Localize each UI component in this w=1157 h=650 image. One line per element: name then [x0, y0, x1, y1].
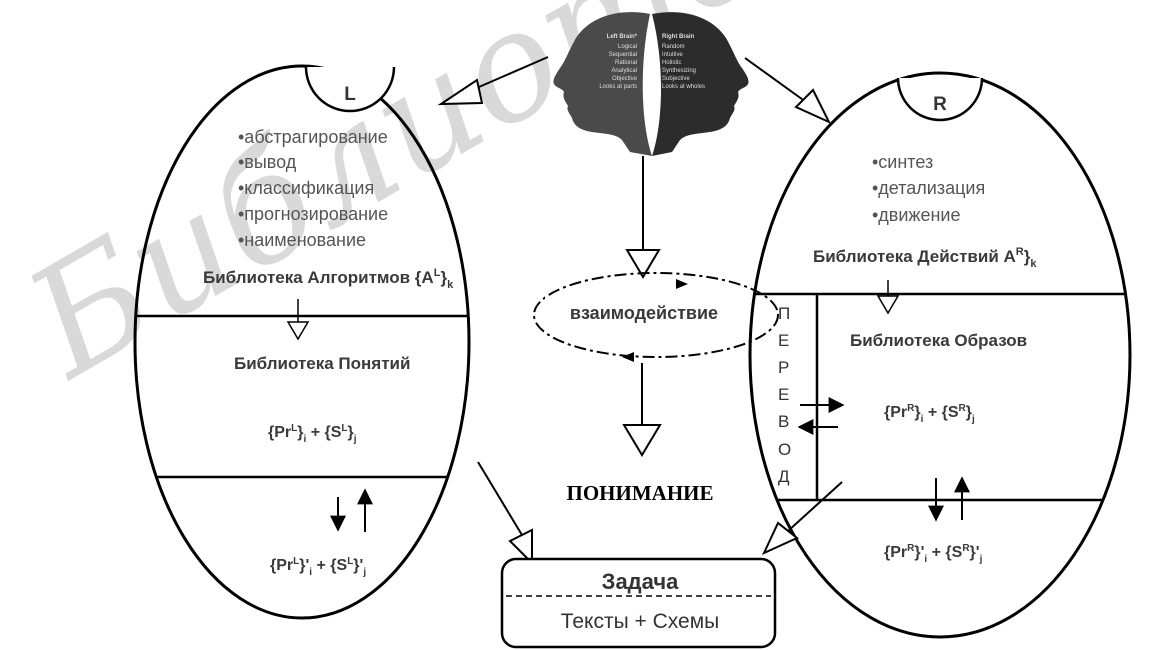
- library-images-label: Библиотека Образов: [850, 331, 1027, 350]
- watermark-text: Библиотека: [0, 0, 946, 413]
- left-formula-1: {PrL}i + {SL}j: [268, 423, 357, 445]
- library-actions-label: Библиотека Действий AR}k: [813, 246, 1037, 270]
- left-marker-label: L: [344, 84, 356, 105]
- translation-letter: В: [778, 412, 789, 431]
- left-bullet-2: •вывод: [238, 152, 297, 172]
- left-hemisphere: L •абстрагирование •вывод •классификация…: [133, 64, 471, 620]
- right-brain-trait: Synthesizing: [662, 68, 696, 74]
- right-brain-trait: Random: [662, 44, 685, 50]
- task-title: Задача: [602, 569, 679, 594]
- right-brain-trait: Holistic: [662, 60, 681, 66]
- left-hemisphere-outline: [133, 64, 471, 620]
- left-bullet-3: •классификация: [238, 178, 374, 198]
- right-formula-1: {PrR}i + {SR}j: [884, 403, 975, 425]
- right-to-task-arrow-shaft: [787, 481, 843, 532]
- right-brain-title: Right Brain: [662, 34, 695, 40]
- interaction-label: взаимодействие: [570, 303, 718, 323]
- translation-letter: О: [778, 440, 791, 459]
- left-brain-trait: Looks at parts: [599, 84, 637, 90]
- left-to-task-arrow-head: [508, 528, 533, 566]
- interaction-to-understanding-arrow-head: [622, 424, 662, 457]
- right-brain-trait: Looks at wholes: [662, 84, 705, 90]
- right-brain-trait: Intuitive: [662, 52, 683, 58]
- interaction-label-bg: [545, 296, 743, 328]
- translation-letter: Д: [778, 467, 790, 486]
- brain-heads-illustration: Left Brain* Logical Sequential Rational …: [553, 12, 749, 157]
- right-to-task-arrow-head: [761, 521, 799, 556]
- library-algorithms-label: Библиотека Алгоритмов {AL}k: [203, 267, 454, 291]
- right-marker-semicircle: [896, 77, 984, 122]
- right-inner-arrow-head: [876, 295, 900, 315]
- head-to-left-arrow-head: [437, 78, 484, 106]
- right-head-silhouette: [652, 12, 749, 157]
- right-marker-label: R: [933, 94, 947, 115]
- head-to-right-arrow-shaft: [744, 57, 807, 103]
- head-to-left-arrow-shaft: [471, 56, 549, 91]
- left-bullet-5: •наименование: [238, 230, 366, 250]
- left-to-task-arrow-shaft: [477, 461, 523, 536]
- translation-letter: П: [778, 304, 790, 323]
- left-brain-trait: Rational: [615, 60, 637, 66]
- right-bullet-3: •движение: [872, 205, 960, 225]
- left-inner-arrow-head: [286, 321, 310, 341]
- head-to-interaction-arrow-head: [625, 249, 661, 279]
- task-box-frame: [500, 557, 777, 649]
- library-concepts-label: Библиотека Понятий: [234, 354, 410, 373]
- interaction-ellipse: [533, 272, 779, 358]
- left-head-silhouette: [553, 12, 652, 157]
- right-brain-trait: Subjective: [662, 76, 690, 82]
- left-brain-trait: Logical: [618, 44, 637, 50]
- interaction-arrow-left-head: [622, 352, 634, 362]
- interaction-arrow-right-head: [676, 279, 688, 289]
- translation-letter: Р: [778, 358, 789, 377]
- left-formula-2: {PrL}'i + {SL}'j: [270, 556, 366, 578]
- right-hemisphere: R •синтез •детализация •движение Библиот…: [748, 71, 1132, 639]
- understanding-label: ПОНИМАНИЕ: [567, 481, 714, 505]
- right-bullet-2: •детализация: [872, 178, 985, 198]
- translation-letter: Е: [778, 385, 789, 404]
- translation-letter: Е: [778, 331, 789, 350]
- right-formula-2: {PrR}'i + {SR}'j: [884, 543, 983, 565]
- right-bullet-1: •синтез: [872, 152, 933, 172]
- translation-vertical-label: П Е Р Е В О Д: [778, 304, 791, 486]
- left-bullet-4: •прогнозирование: [238, 204, 388, 224]
- task-subtitle: Тексты + Схемы: [561, 610, 720, 633]
- right-hemisphere-outline: [748, 71, 1132, 639]
- left-brain-title: Left Brain*: [607, 34, 638, 40]
- left-bullet-1: •абстрагирование: [238, 127, 388, 147]
- task-box: Задача Тексты + Схемы: [500, 557, 777, 649]
- head-to-right-arrow-head: [794, 88, 832, 125]
- left-marker-semicircle: [304, 66, 396, 113]
- left-brain-trait: Analytical: [611, 68, 637, 74]
- left-brain-trait: Objective: [612, 76, 638, 82]
- left-brain-trait: Sequential: [609, 52, 637, 58]
